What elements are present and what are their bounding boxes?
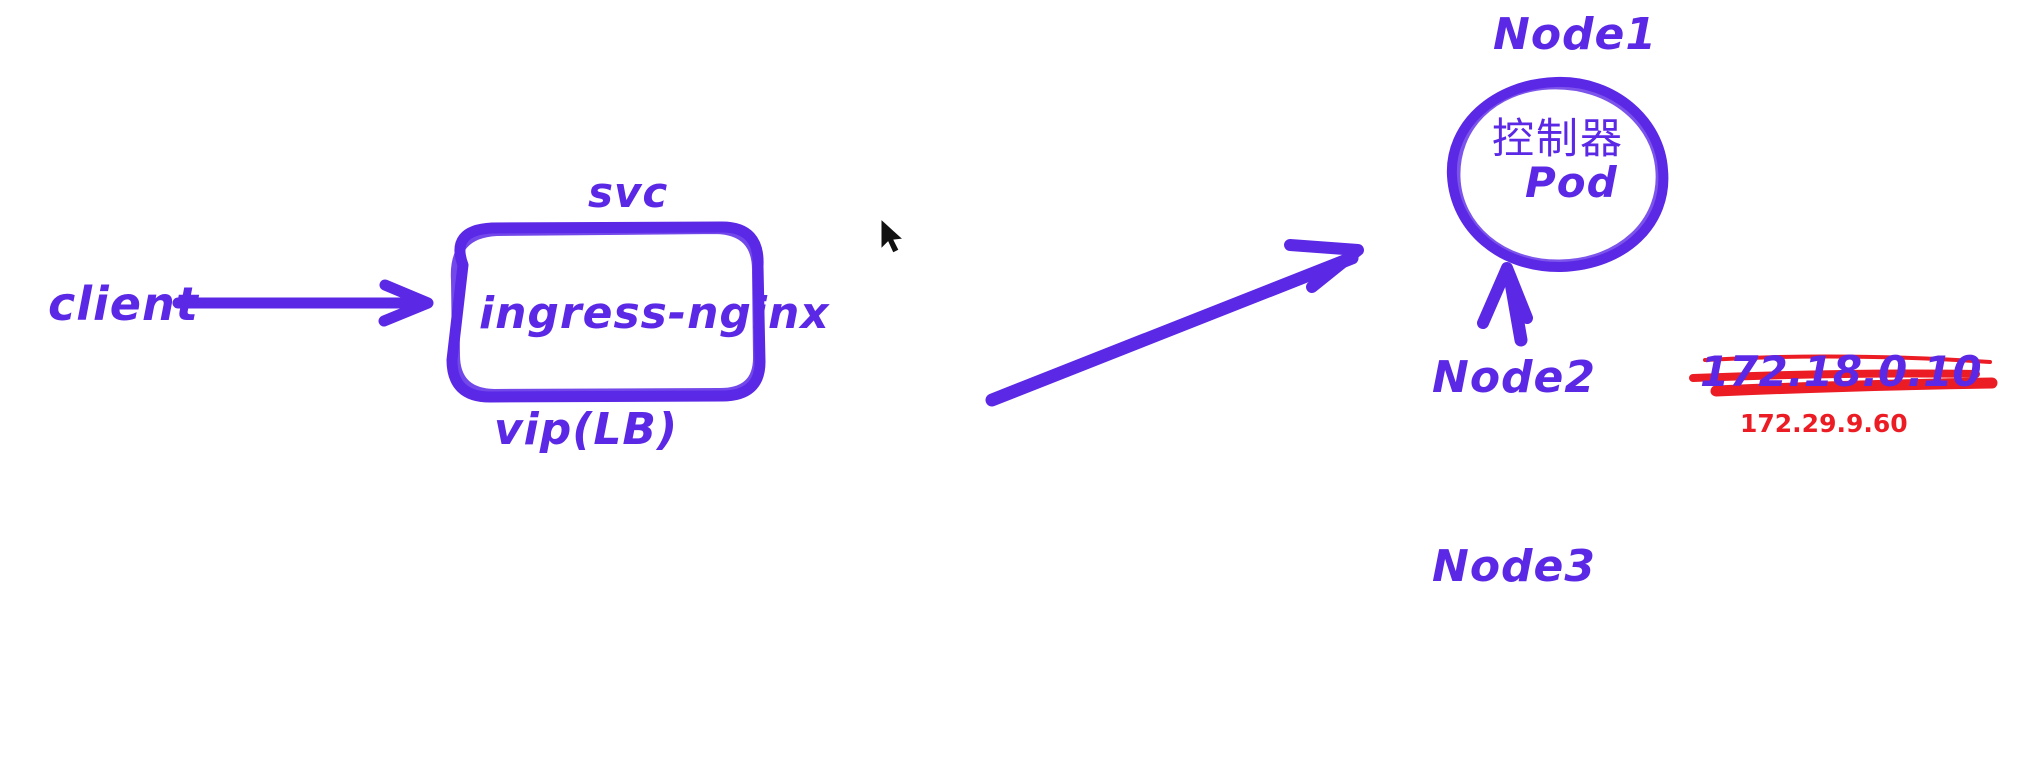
- mouse-pointer-icon: [880, 217, 905, 254]
- label-node2: Node2: [1432, 352, 1597, 403]
- edge-svc-to-pod: [985, 239, 1364, 407]
- label-svc: svc: [588, 168, 669, 217]
- strikethrough-marks: [1689, 354, 1998, 397]
- pod-circle-shape: [1446, 76, 1669, 273]
- new-ip-address: 172.29.9.60: [1740, 409, 1908, 438]
- label-node3: Node3: [1432, 541, 1597, 592]
- edge-node2-to-pod: [1477, 262, 1533, 347]
- svc-box-shape: [446, 221, 766, 403]
- edge-client-to-svc: [172, 279, 434, 327]
- label-pod: Pod: [1525, 158, 1618, 207]
- ink-layer: [172, 76, 1669, 407]
- label-node1: Node1: [1493, 9, 1658, 60]
- label-client: client: [48, 277, 199, 331]
- old-ip-address: 172.18.0.10: [1700, 347, 1982, 396]
- label-ingress-nginx: ingress-nginx: [479, 288, 830, 339]
- label-vip-lb: vip(LB): [494, 404, 679, 455]
- label-controller: 控制器: [1492, 114, 1625, 163]
